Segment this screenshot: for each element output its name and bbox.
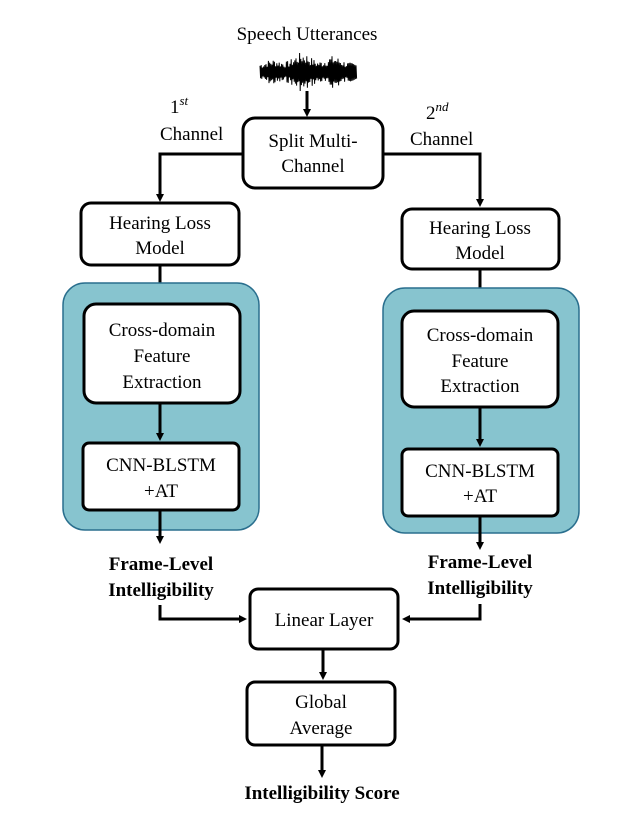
- channel-2-label: 2nd Channel: [410, 99, 473, 150]
- waveform-icon: [259, 52, 358, 92]
- right-output-line1: Frame-Level: [428, 552, 532, 573]
- left-hearing-loss-box: Hearing Loss Model: [79, 201, 241, 267]
- left-feature-box: Cross-domain Feature Extraction: [82, 302, 242, 405]
- right-cnn-line1: CNN-BLSTM: [425, 461, 535, 482]
- right-hearing-loss-line2: Model: [455, 243, 505, 264]
- right-feature-line2: Feature: [452, 351, 509, 372]
- arrow-split-to-left: [156, 152, 243, 202]
- left-cnn-line1: CNN-BLSTM: [106, 455, 216, 476]
- left-feature-line3: Extraction: [122, 372, 202, 393]
- left-output-line2: Intelligibility: [108, 580, 214, 601]
- right-hearing-loss-box: Hearing Loss Model: [400, 207, 561, 271]
- channel-2-text: Channel: [410, 129, 473, 150]
- global-average-line2: Average: [290, 718, 353, 739]
- arrow-split-to-right: [383, 152, 484, 207]
- right-hearing-loss-line1: Hearing Loss: [429, 218, 531, 239]
- channel-1-label: 1st Channel: [160, 93, 223, 145]
- input-title: Speech Utterances: [237, 24, 378, 45]
- global-average-box: Global Average: [245, 680, 397, 747]
- channel-1-number: 1: [170, 97, 180, 118]
- channel-2-number: 2: [426, 103, 436, 124]
- waveform-trace: [259, 52, 358, 92]
- right-feature-box: Cross-domain Feature Extraction: [400, 309, 560, 409]
- right-feature-line3: Extraction: [440, 376, 520, 397]
- right-feature-line1: Cross-domain: [427, 325, 534, 346]
- left-feature-line2: Feature: [134, 346, 191, 367]
- channel-1-suffix: st: [180, 93, 189, 108]
- intelligibility-score-label: Intelligibility Score: [244, 783, 399, 804]
- left-feature-line1: Cross-domain: [109, 320, 216, 341]
- channel-1-text: Channel: [160, 124, 223, 145]
- split-label-line1: Split Multi-: [268, 131, 357, 152]
- svg-text:1st: 1st: [170, 93, 189, 118]
- channel-2-suffix: nd: [436, 99, 450, 114]
- left-cnn-box: CNN-BLSTM +AT: [81, 441, 241, 512]
- right-output-line2: Intelligibility: [427, 578, 533, 599]
- arrow-right-to-linear: [402, 604, 482, 623]
- split-label-line2: Channel: [281, 156, 344, 177]
- right-cnn-line2: +AT: [463, 486, 497, 507]
- linear-layer-label: Linear Layer: [275, 610, 374, 631]
- left-hearing-loss-line1: Hearing Loss: [109, 213, 211, 234]
- split-channel-box: Split Multi- Channel: [241, 116, 385, 190]
- svg-text:2nd: 2nd: [426, 99, 449, 124]
- linear-layer-box: Linear Layer: [248, 587, 400, 651]
- left-output-line1: Frame-Level: [109, 554, 213, 575]
- left-hearing-loss-line2: Model: [135, 238, 185, 259]
- arrow-left-to-linear: [158, 605, 247, 623]
- left-cnn-line2: +AT: [144, 481, 178, 502]
- right-cnn-box: CNN-BLSTM +AT: [400, 447, 560, 518]
- global-average-line1: Global: [295, 692, 347, 713]
